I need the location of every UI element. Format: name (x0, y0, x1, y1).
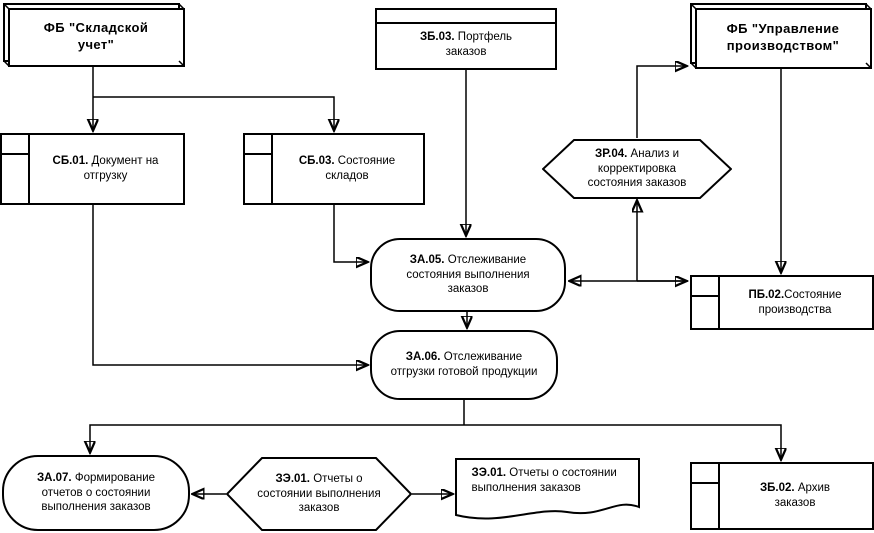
decision-zr04: ЗР.04. Анализ и корректировка состояния … (542, 139, 732, 199)
hexagon-shape (542, 139, 732, 199)
flow-za06-to-zb02 (464, 424, 781, 459)
flow-zr04-to-fbupr (636, 66, 686, 138)
datastore-sb01: СБ.01. Документ на отгрузку (0, 133, 185, 205)
process-za07: ЗА.07. Формирование отчетов о состоянии … (2, 455, 190, 531)
datastore-zb03: ЗБ.03. Портфель заказов (375, 8, 557, 70)
sb03-name: Состояние складов (325, 155, 396, 182)
fb-sklad-label: ФБ "Складской учет" (43, 20, 149, 52)
ze01-hex-label: ЗЭ.01. Отчеты о состоянии выполнения зак… (251, 472, 387, 516)
sb03-id: СБ.03. (298, 155, 335, 168)
za06-label: ЗА.06. Отслеживание отгрузки готовой про… (389, 350, 539, 379)
datastore-sb03: СБ.03. Состояние складов (243, 133, 425, 205)
data-element-ze01-hex: ЗЭ.01. Отчеты о состоянии выполнения зак… (226, 457, 412, 531)
ze01-doc-label: ЗЭ.01. Отчеты о состоянии выполнения зак… (464, 458, 632, 495)
sb01-label: СБ.01. Документ на отгрузку (46, 154, 166, 183)
za06-id: ЗА.06. (405, 351, 441, 364)
zr04-name: Анализ и корректировка состояния заказов (587, 147, 687, 190)
flow-za06-to-za07 (90, 424, 464, 452)
zb03-id: ЗБ.03. (419, 31, 455, 44)
process-za06: ЗА.06. Отслеживание отгрузки готовой про… (370, 330, 558, 400)
za07-name: Формирование отчетов о состоянии выполне… (41, 471, 156, 514)
external-block-fb-upravlenie-proizvodstvom: ФБ "Управление производством" (690, 3, 872, 69)
zb02-id: ЗБ.02. (759, 482, 795, 495)
za07-label: ЗА.07. Формирование отчетов о состоянии … (18, 471, 174, 515)
process-za05: ЗА.05. Отслеживание состояния выполнения… (370, 238, 566, 312)
external-block-shape (3, 3, 185, 67)
za05-id: ЗА.05. (409, 253, 445, 266)
document-shape (455, 458, 640, 520)
flow-sb03-to-za05 (333, 205, 367, 262)
fb-upr-label: ФБ "Управление производством" (726, 21, 840, 53)
sb01-name: Документ на отгрузку (83, 155, 159, 182)
document-ze01: ЗЭ.01. Отчеты о состоянии выполнения зак… (455, 458, 640, 524)
ze01-hex-name: Отчеты о состоянии выполнения заказов (257, 472, 381, 515)
za05-name: Отслеживание состояния выполнения заказо… (406, 253, 530, 296)
sb01-id: СБ.01. (52, 155, 89, 168)
pb02-label: ПБ.02.Состояние производства (730, 288, 860, 317)
external-block-shape (690, 3, 872, 69)
ze01-doc-id: ЗЭ.01. (471, 467, 507, 479)
zr04-label: ЗР.04. Анализ и корректировка состояния … (571, 147, 703, 191)
zb02-name: Архив заказов (774, 482, 831, 509)
za06-name: Отслеживание отгрузки готовой продукции (390, 351, 538, 378)
pb02-id: ПБ.02. (748, 288, 785, 301)
zb02-label: ЗБ.02. Архив заказов (749, 481, 841, 510)
za07-id: ЗА.07. (36, 471, 72, 484)
ze01-doc-name: Отчеты о состоянии выполнения заказов (471, 467, 617, 494)
ze01-hex-id: ЗЭ.01. (275, 472, 311, 485)
za05-label: ЗА.05. Отслеживание состояния выполнения… (393, 253, 543, 297)
zb03-name: Портфель заказов (445, 31, 513, 58)
flow-fbsklad-to-sb03 (93, 96, 334, 130)
zr04-id: ЗР.04. (595, 147, 628, 160)
external-block-fb-skladskoy-uchet: ФБ "Складской учет" (3, 3, 185, 67)
sb03-label: СБ.03. Состояние складов (287, 154, 407, 183)
flow-sb01-to-za06 (92, 205, 367, 365)
pb02-name: Состояние производства (758, 288, 842, 316)
datastore-pb02: ПБ.02.Состояние производства (690, 275, 874, 330)
hexagon-shape (226, 457, 412, 531)
datastore-zb02: ЗБ.02. Архив заказов (690, 462, 874, 530)
zb03-label: ЗБ.03. Портфель заказов (401, 30, 531, 59)
